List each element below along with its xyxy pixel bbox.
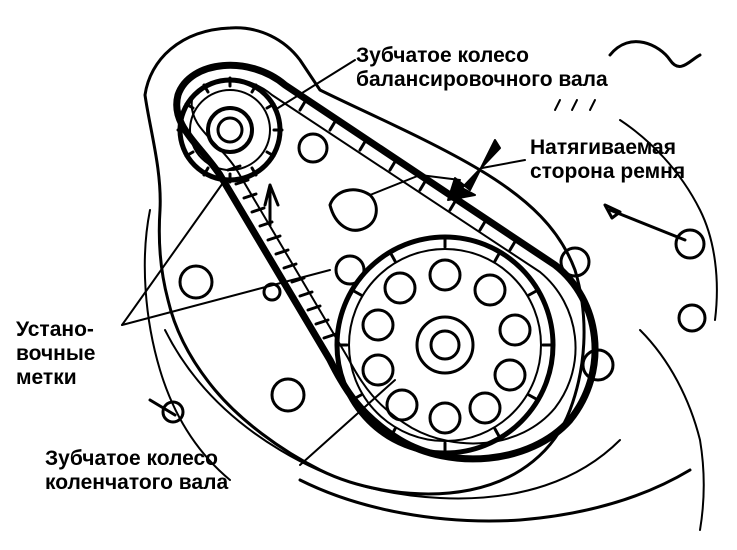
crankshaft-gear bbox=[334, 234, 556, 456]
bracket-arrow bbox=[263, 183, 280, 227]
casing-right-curve bbox=[619, 119, 718, 321]
casing-inner-line bbox=[164, 329, 621, 500]
label-crankshaft-gear: Зубчатое колесо коленчатого вала bbox=[45, 447, 228, 495]
label-tension-side: Натягиваемая сторона ремня bbox=[530, 136, 685, 184]
squiggle-top-right bbox=[608, 40, 702, 68]
tensioner-bracket bbox=[328, 188, 378, 232]
timing-belt-inner bbox=[190, 78, 577, 445]
label-balance-shaft-gear: Зубчатое колесо балансировочного вала bbox=[356, 44, 608, 92]
casing-right-lower bbox=[639, 329, 705, 531]
hatch-marks bbox=[554, 99, 596, 111]
label-balance-line1: Зубчатое колесо bbox=[356, 44, 530, 67]
label-marks-line2: вочные bbox=[16, 342, 96, 365]
belt-teeth bbox=[226, 98, 518, 340]
timing-mark-pointer-1 bbox=[121, 179, 226, 326]
label-marks-line3: метки bbox=[16, 366, 77, 389]
balance-shaft-gear bbox=[176, 76, 284, 184]
balance-gear-pointer bbox=[277, 59, 356, 109]
label-balance-line2: балансировочного вала bbox=[356, 68, 608, 91]
bracket-line bbox=[369, 174, 461, 196]
label-crank-line1: Зубчатое колесо bbox=[45, 447, 219, 470]
label-crank-line2: коленчатого вала bbox=[45, 471, 229, 494]
tension-arrow bbox=[447, 139, 501, 201]
label-marks-line1: Устано- bbox=[16, 318, 94, 341]
crank-gear-pointer bbox=[299, 379, 396, 466]
label-tension-line1: Натягиваемая bbox=[530, 136, 676, 159]
casing-bolts bbox=[161, 132, 707, 424]
label-timing-marks: Устано- вочные метки bbox=[16, 318, 95, 390]
casing-left-edge bbox=[143, 209, 231, 481]
engine-casing-outline bbox=[143, 26, 586, 496]
label-tension-line2: сторона ремня bbox=[530, 160, 686, 183]
timing-mark-pointer-2 bbox=[121, 269, 331, 326]
pin-arrow bbox=[603, 203, 687, 242]
pin-lower bbox=[148, 398, 177, 417]
tension-side-pointer bbox=[481, 159, 526, 169]
casing-lower-edge bbox=[298, 468, 692, 523]
timing-belt bbox=[173, 61, 599, 463]
